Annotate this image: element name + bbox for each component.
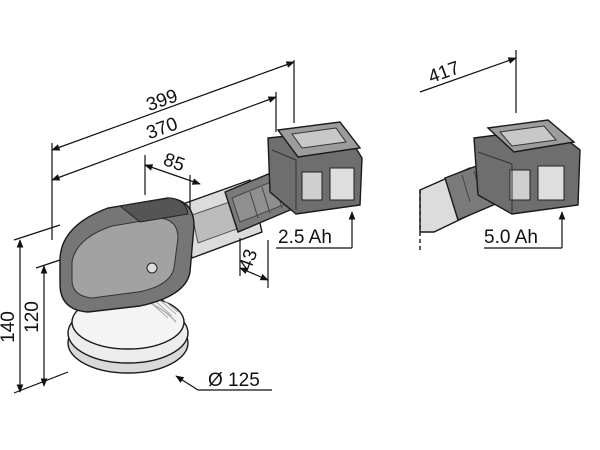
label-370: 370 bbox=[144, 114, 181, 145]
dim-85-line bbox=[144, 164, 201, 185]
label-399: 399 bbox=[144, 86, 181, 117]
dimension-lines bbox=[13, 50, 566, 394]
dim-417-line bbox=[419, 57, 517, 93]
label-pad-diameter: Ø 125 bbox=[208, 370, 260, 391]
label-43: 43 bbox=[235, 247, 262, 274]
battery-large bbox=[473, 119, 581, 215]
polisher-left bbox=[59, 121, 363, 374]
polisher-right-partial bbox=[419, 119, 581, 250]
battery-small bbox=[267, 121, 363, 215]
label-417: 417 bbox=[426, 58, 463, 89]
label-120: 120 bbox=[22, 301, 43, 333]
head-housing bbox=[59, 197, 195, 313]
label-5-0ah: 5.0 Ah bbox=[484, 227, 538, 248]
label-2-5ah: 2.5 Ah bbox=[278, 227, 332, 248]
dim-43-line bbox=[239, 267, 269, 281]
label-140: 140 bbox=[0, 311, 19, 343]
dim-370-line bbox=[51, 96, 277, 181]
